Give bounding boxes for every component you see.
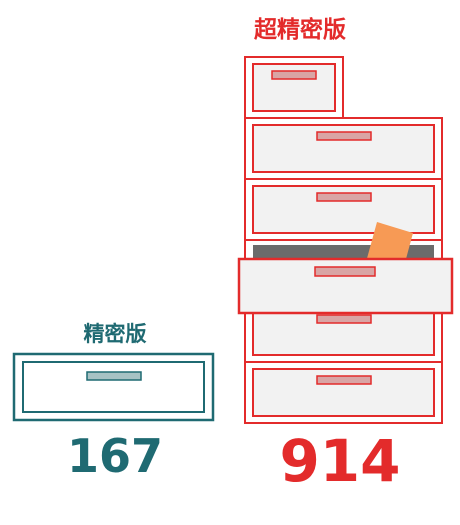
drawer-handle-icon xyxy=(86,371,142,381)
precision-label: 精密版 xyxy=(83,322,147,346)
drawer-handle-icon xyxy=(271,70,317,80)
ultra-precision-value: 914 xyxy=(279,427,401,495)
precision-value: 167 xyxy=(66,429,164,483)
drawer-handle-icon xyxy=(314,266,376,277)
drawer-handle-icon xyxy=(316,375,372,385)
drawer-handle-icon xyxy=(316,192,372,202)
ultra-drawer-3 xyxy=(244,178,443,241)
ultra-drawer-2 xyxy=(244,117,443,180)
standard-drawer xyxy=(12,352,215,422)
ultra-cabinet xyxy=(237,56,454,424)
ultra-open-drawer xyxy=(237,257,454,315)
drawer-handle-icon xyxy=(316,314,372,324)
ultra-top-drawer xyxy=(244,56,344,119)
ultra-precision-label: 超精密版 xyxy=(254,17,346,43)
drawer-handle-icon xyxy=(316,131,372,141)
ultra-drawer-6 xyxy=(244,361,443,424)
